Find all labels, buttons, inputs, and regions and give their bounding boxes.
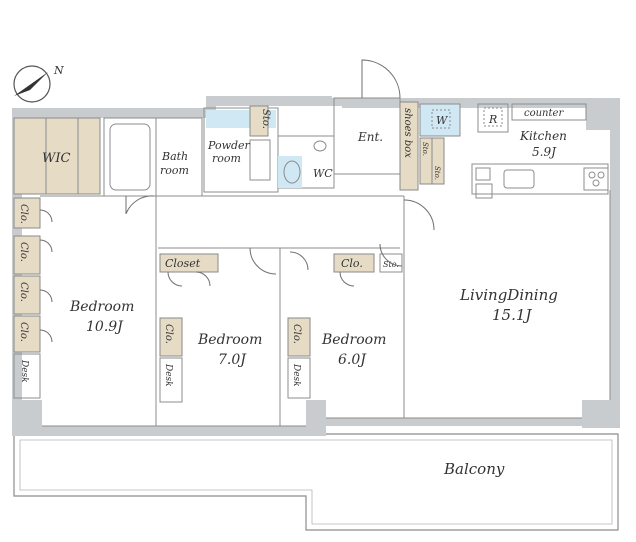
washer-label: W bbox=[436, 114, 449, 127]
desk-b3-label: Desk bbox=[291, 363, 301, 387]
sink-icon bbox=[503, 169, 535, 189]
balcony-label: Balcony bbox=[443, 460, 505, 478]
shoes-box bbox=[399, 101, 419, 191]
closet-b2 bbox=[159, 253, 219, 273]
sto-b3-label: Sto. bbox=[383, 260, 399, 269]
desk-b3 bbox=[287, 357, 311, 399]
shoes-box-label: shoes box bbox=[402, 108, 413, 158]
kitchen-stool bbox=[475, 183, 493, 199]
clo-b3 bbox=[287, 317, 311, 357]
powder-label-2: room bbox=[212, 152, 241, 165]
wc-label: WC bbox=[313, 167, 333, 180]
bedroom3-size: 6.0J bbox=[338, 352, 367, 368]
clo-2-label: Clo. bbox=[18, 242, 29, 262]
washer-space bbox=[419, 103, 461, 137]
sto-top-label: Sto. bbox=[260, 109, 271, 129]
clo-b3-label: Clo. bbox=[291, 324, 302, 344]
clo-1 bbox=[13, 197, 41, 229]
counter-space bbox=[511, 103, 587, 121]
toilet-icon bbox=[283, 160, 301, 184]
balcony-area bbox=[13, 433, 619, 531]
stove-icon bbox=[583, 167, 609, 191]
wic-room bbox=[13, 117, 101, 195]
bedroom3-label: Bedroom bbox=[321, 332, 386, 348]
column-sw bbox=[12, 400, 42, 436]
fridge-label: R bbox=[488, 113, 497, 126]
desk-b2-label: Desk bbox=[163, 363, 173, 387]
compass-ring bbox=[13, 65, 51, 103]
compass: N bbox=[13, 64, 64, 103]
desk-b2 bbox=[159, 357, 183, 403]
living-size: 15.1J bbox=[492, 306, 532, 324]
sto-small-1-label: Sto. bbox=[421, 142, 429, 156]
clo-3-label: Clo. bbox=[18, 282, 29, 302]
entrance-door bbox=[361, 59, 401, 99]
clo-2 bbox=[13, 235, 41, 275]
fridge-space bbox=[477, 103, 509, 133]
kitchen-cabinet bbox=[475, 167, 491, 181]
living-door bbox=[403, 199, 435, 231]
clo-b2-label: Clo. bbox=[163, 324, 174, 344]
living-label: LivingDining bbox=[459, 286, 558, 304]
kitchen-label: Kitchen bbox=[519, 129, 567, 143]
clo-b3-top-label: Clo. bbox=[341, 257, 363, 270]
clo-b3-top bbox=[333, 253, 375, 273]
bath-label-1: Bath bbox=[161, 150, 188, 163]
compass-north-label: N bbox=[53, 64, 64, 77]
bedroom1-label: Bedroom bbox=[69, 299, 134, 315]
powder-label-1: Powder bbox=[207, 139, 251, 152]
column-mid bbox=[306, 400, 326, 430]
sto-small-2 bbox=[431, 137, 445, 185]
closet-b2-label: Closet bbox=[165, 257, 201, 270]
counter-label: counter bbox=[524, 108, 564, 119]
compass-arrow-icon bbox=[14, 72, 48, 96]
sto-small-2-label: Sto. bbox=[433, 166, 441, 180]
bath-label-2: room bbox=[160, 164, 189, 177]
bathtub-icon bbox=[109, 123, 151, 191]
clo-3 bbox=[13, 275, 41, 315]
clo-1-label: Clo. bbox=[18, 204, 29, 224]
desk-left-label: Desk bbox=[19, 359, 29, 383]
wic-label: WIC bbox=[42, 151, 70, 166]
bedroom2-label: Bedroom bbox=[197, 332, 262, 348]
entrance-label: Ent. bbox=[357, 130, 383, 144]
bedroom2-door bbox=[249, 247, 277, 275]
clo-b2 bbox=[159, 317, 183, 357]
clo-4 bbox=[13, 315, 41, 353]
column-se bbox=[582, 400, 620, 428]
bedroom1-door bbox=[125, 195, 155, 215]
clo-4-label: Clo. bbox=[18, 322, 29, 342]
bedroom1-size: 10.9J bbox=[86, 319, 124, 335]
bedroom3-door bbox=[379, 243, 403, 267]
kitchen-size: 5.9J bbox=[532, 145, 557, 159]
vanity-icon bbox=[249, 139, 271, 181]
washbasin-icon bbox=[313, 140, 327, 152]
desk-left bbox=[13, 353, 41, 399]
bedroom2-size: 7.0J bbox=[218, 352, 247, 368]
sto-b3 bbox=[379, 253, 403, 273]
balcony-railing bbox=[19, 439, 613, 525]
sto-top bbox=[249, 105, 269, 137]
column-ne bbox=[586, 98, 620, 130]
